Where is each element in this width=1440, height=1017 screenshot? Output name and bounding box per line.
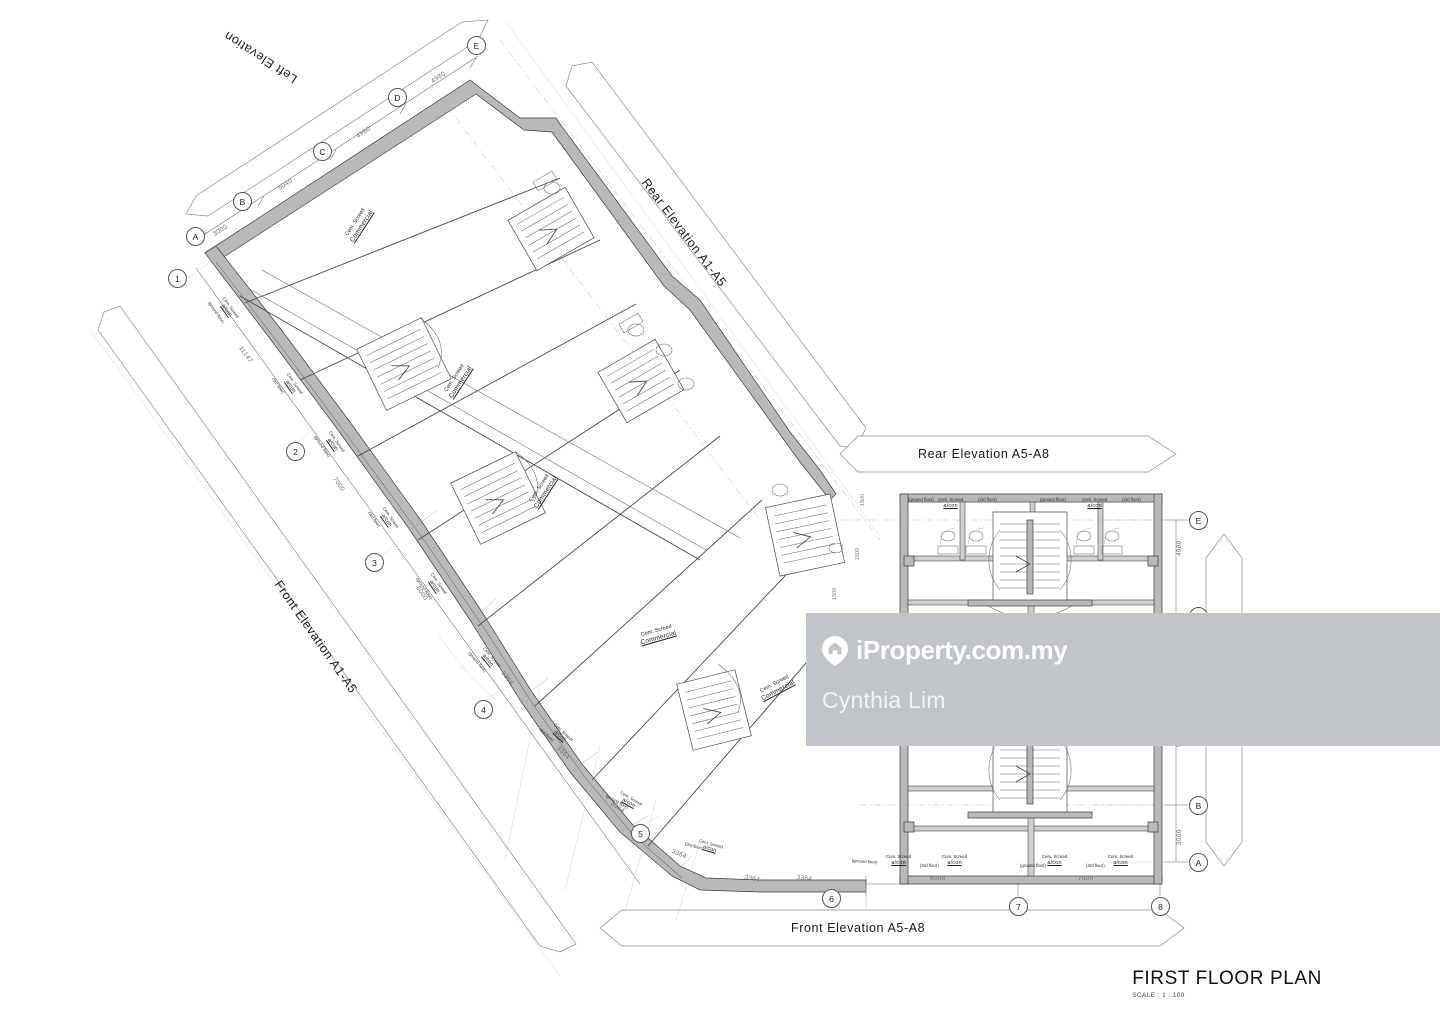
drawing-scale: SCALE : 1 : 100 <box>1132 992 1185 999</box>
floor-label: (3rd floor) <box>920 863 939 868</box>
rear-elevation-a5-a8-banner <box>839 435 1177 473</box>
left-elevation-banner <box>185 19 489 217</box>
floor-label: (3rd floor) <box>978 497 997 502</box>
service-name: a/con <box>1047 860 1062 866</box>
grid-bubble-b-top[interactable]: B <box>233 192 252 211</box>
grid-bubble-3-left[interactable]: 3 <box>365 553 384 572</box>
front-elevation-a1-a5-banner <box>97 305 577 953</box>
finish-label: Cem. Screed <box>938 497 964 502</box>
grid-bubble-e-top[interactable]: E <box>467 36 486 55</box>
service-label-1: (ground floor) <box>908 497 934 503</box>
service-label-14: (3rd floor) <box>1086 862 1105 869</box>
grid-bubble-1-left[interactable]: 1 <box>168 269 187 288</box>
finish-label: Cem. Screed <box>1042 854 1068 859</box>
grid-bubble-a-right[interactable]: A <box>1189 853 1208 872</box>
finish-label: Cem. Screed <box>1082 497 1108 502</box>
unit-core-cluster-6 <box>765 483 845 577</box>
location-pin-icon <box>822 635 848 666</box>
rear-elevation-a5-a8-label: Rear Elevation A5-A8 <box>918 447 1050 461</box>
finish-label: Cem. Screed <box>1108 854 1134 859</box>
dim-bottom-7500: 7500 <box>1078 875 1094 882</box>
dim-right-4980-a: 4980 <box>1176 540 1183 556</box>
watermark-overlay: iProperty.com.my Cynthia Lim <box>806 613 1440 746</box>
boundary-hairlines <box>89 21 881 977</box>
grid-bubble-e-right[interactable]: E <box>1189 511 1208 530</box>
finish-label: Cem. Screed <box>886 854 912 859</box>
front-elevation-a5-a8-label: Front Elevation A5-A8 <box>791 921 926 935</box>
floor-label: (3rd floor) <box>1086 863 1105 868</box>
floor-label: (ground floor) <box>908 497 934 502</box>
service-label-9: Cem. Screed a/con <box>942 854 967 866</box>
page-title: FIRST FLOOR PLAN <box>1132 968 1322 989</box>
dim-interior-1500-b: 1500 <box>855 547 861 560</box>
service-name: a/con <box>1087 503 1102 509</box>
service-label-8: Cem. Screed a/con <box>886 854 911 866</box>
unit-core-cluster-3 <box>676 663 752 751</box>
dim-right-3000: 3000 <box>1176 829 1183 845</box>
floor-label: (ground floor) <box>1040 497 1066 502</box>
building-outline-wing-a <box>204 79 867 893</box>
title-block: FIRST FLOOR PLAN SCALE : 1 : 100 <box>1132 968 1322 999</box>
grid-bubble-6-bottom[interactable]: 6 <box>822 889 841 908</box>
service-label-10: (3rd floor) <box>920 862 939 869</box>
service-name: a/con <box>947 860 962 866</box>
unit-core-cluster-1 <box>356 317 452 411</box>
sanitary-fittings <box>937 527 1123 555</box>
watermark-brand-row: iProperty.com.my <box>822 635 1068 666</box>
grid-bubble-4-left[interactable]: 4 <box>474 700 493 719</box>
service-name: a/con <box>1113 860 1128 866</box>
facade-segment-ticks <box>409 509 693 877</box>
grid-bubble-8-bottom[interactable]: 8 <box>1151 897 1170 916</box>
service-label-13: Cem. Screed a/con <box>1108 854 1133 866</box>
service-label-2: Cem. Screed a/con <box>938 497 963 509</box>
grid-bubble-7-bottom[interactable]: 7 <box>1009 897 1028 916</box>
grid-bubble-d-top[interactable]: D <box>388 88 407 107</box>
service-label-5: Cem. Screed a/con <box>1082 497 1107 509</box>
dim-bottom-6000: 6000 <box>930 875 946 882</box>
grid-bubble-c-top[interactable]: C <box>313 142 332 161</box>
grid-bubble-5-left[interactable]: 5 <box>631 824 650 843</box>
watermark-brand-text: iProperty.com.my <box>856 635 1068 665</box>
grid-bubble-b-right[interactable]: B <box>1189 796 1208 815</box>
grid-bubble-2-left[interactable]: 2 <box>286 442 305 461</box>
floor-label: (ground floor) <box>1020 863 1046 868</box>
unit-core-cluster-2 <box>450 451 546 545</box>
service-label-3: (3rd floor) <box>978 497 997 503</box>
service-name: a/con <box>891 860 906 866</box>
dim-interior-1500-c: 1500 <box>832 587 838 600</box>
grid-bubble-a-top[interactable]: A <box>186 227 205 246</box>
unit-core-cluster-5 <box>597 312 695 424</box>
service-label-12: (ground floor) <box>1020 862 1046 869</box>
service-name: a/con <box>943 503 958 509</box>
finish-label: Cem. Screed <box>942 854 968 859</box>
service-label-6: (3rd floor) <box>1122 497 1141 503</box>
unit-core-cluster-4 <box>507 170 595 272</box>
service-label-11: Cem. Screed a/con <box>1042 854 1067 866</box>
dim-interior-1500-a: 1500 <box>860 493 866 506</box>
floor-label: (3rd floor) <box>1122 497 1141 502</box>
stair-core-upper <box>988 519 1072 595</box>
watermark-agent-name: Cynthia Lim <box>822 687 946 713</box>
service-label-4: (ground floor) <box>1040 497 1066 503</box>
